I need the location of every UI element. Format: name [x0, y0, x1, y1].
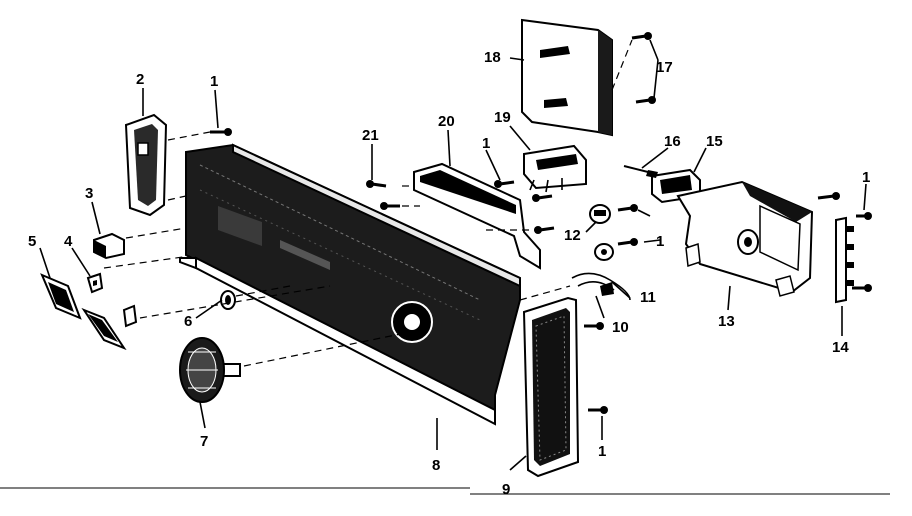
callout-20: 20	[438, 113, 455, 130]
switch-block	[93, 232, 125, 260]
callout-1-bottom: 1	[598, 443, 606, 460]
mounting-clip	[589, 204, 611, 224]
terminal-block	[523, 144, 587, 193]
callout-10: 10	[612, 319, 629, 336]
callout-4: 4	[64, 233, 73, 250]
screw-17-b	[635, 96, 656, 104]
page-rules	[0, 487, 890, 495]
retainer-clip	[86, 272, 104, 294]
callout-labels: 2 1 3 4 5 6 7 8 9 1 10 11 12 1 13 14 15 …	[28, 49, 870, 498]
screw-grille-a	[584, 322, 604, 330]
callout-18: 18	[484, 49, 501, 66]
cable-clip	[594, 243, 614, 261]
callout-1-right: 1	[862, 169, 870, 186]
screw-grille-b	[588, 406, 608, 414]
callout-15: 15	[706, 133, 723, 150]
screw-fasteners	[210, 32, 872, 414]
callout-12: 12	[564, 227, 581, 244]
screw-1-clip	[617, 238, 638, 246]
screw-1-top	[210, 128, 232, 136]
control-knob	[179, 337, 241, 403]
wire-terminal	[623, 165, 658, 178]
callout-11: 11	[640, 289, 656, 306]
button-strip	[40, 273, 138, 351]
switch-cover	[521, 18, 613, 137]
leader-lines	[39, 39, 867, 471]
push-button	[220, 290, 236, 310]
screw-board-a	[532, 194, 553, 202]
callout-21: 21	[362, 127, 379, 144]
callout-2: 2	[136, 71, 144, 88]
terminal-strip	[835, 216, 854, 304]
screw-board-b	[534, 226, 555, 234]
wire-harness	[571, 272, 631, 301]
callout-1-mid: 1	[482, 135, 490, 152]
screw-17-a	[631, 32, 652, 40]
callout-19: 19	[494, 109, 511, 126]
callout-1-top: 1	[210, 73, 218, 90]
end-bracket-left	[124, 113, 168, 217]
callout-16: 16	[664, 133, 681, 150]
callout-13: 13	[718, 313, 735, 330]
screw-14-a	[856, 212, 872, 220]
circuit-board-strip	[413, 162, 541, 270]
callout-17: 17	[656, 59, 673, 76]
screw-1-center	[617, 204, 638, 212]
callout-1-center: 1	[656, 233, 664, 250]
timer-module	[676, 180, 814, 297]
callout-14: 14	[832, 339, 849, 356]
screw-21-a	[366, 180, 387, 188]
control-panel	[179, 143, 521, 426]
callout-6: 6	[184, 313, 192, 330]
callout-8: 8	[432, 457, 440, 474]
callout-7: 7	[200, 433, 208, 450]
callout-9: 9	[502, 481, 510, 498]
alignment-lines	[103, 39, 633, 367]
screw-1-right	[817, 192, 840, 200]
vent-grille	[522, 296, 580, 478]
screw-1-mid	[494, 180, 515, 188]
callout-5: 5	[28, 233, 36, 250]
callout-3: 3	[85, 185, 93, 202]
screw-14-b	[852, 284, 872, 292]
screw-21-b	[380, 202, 400, 210]
